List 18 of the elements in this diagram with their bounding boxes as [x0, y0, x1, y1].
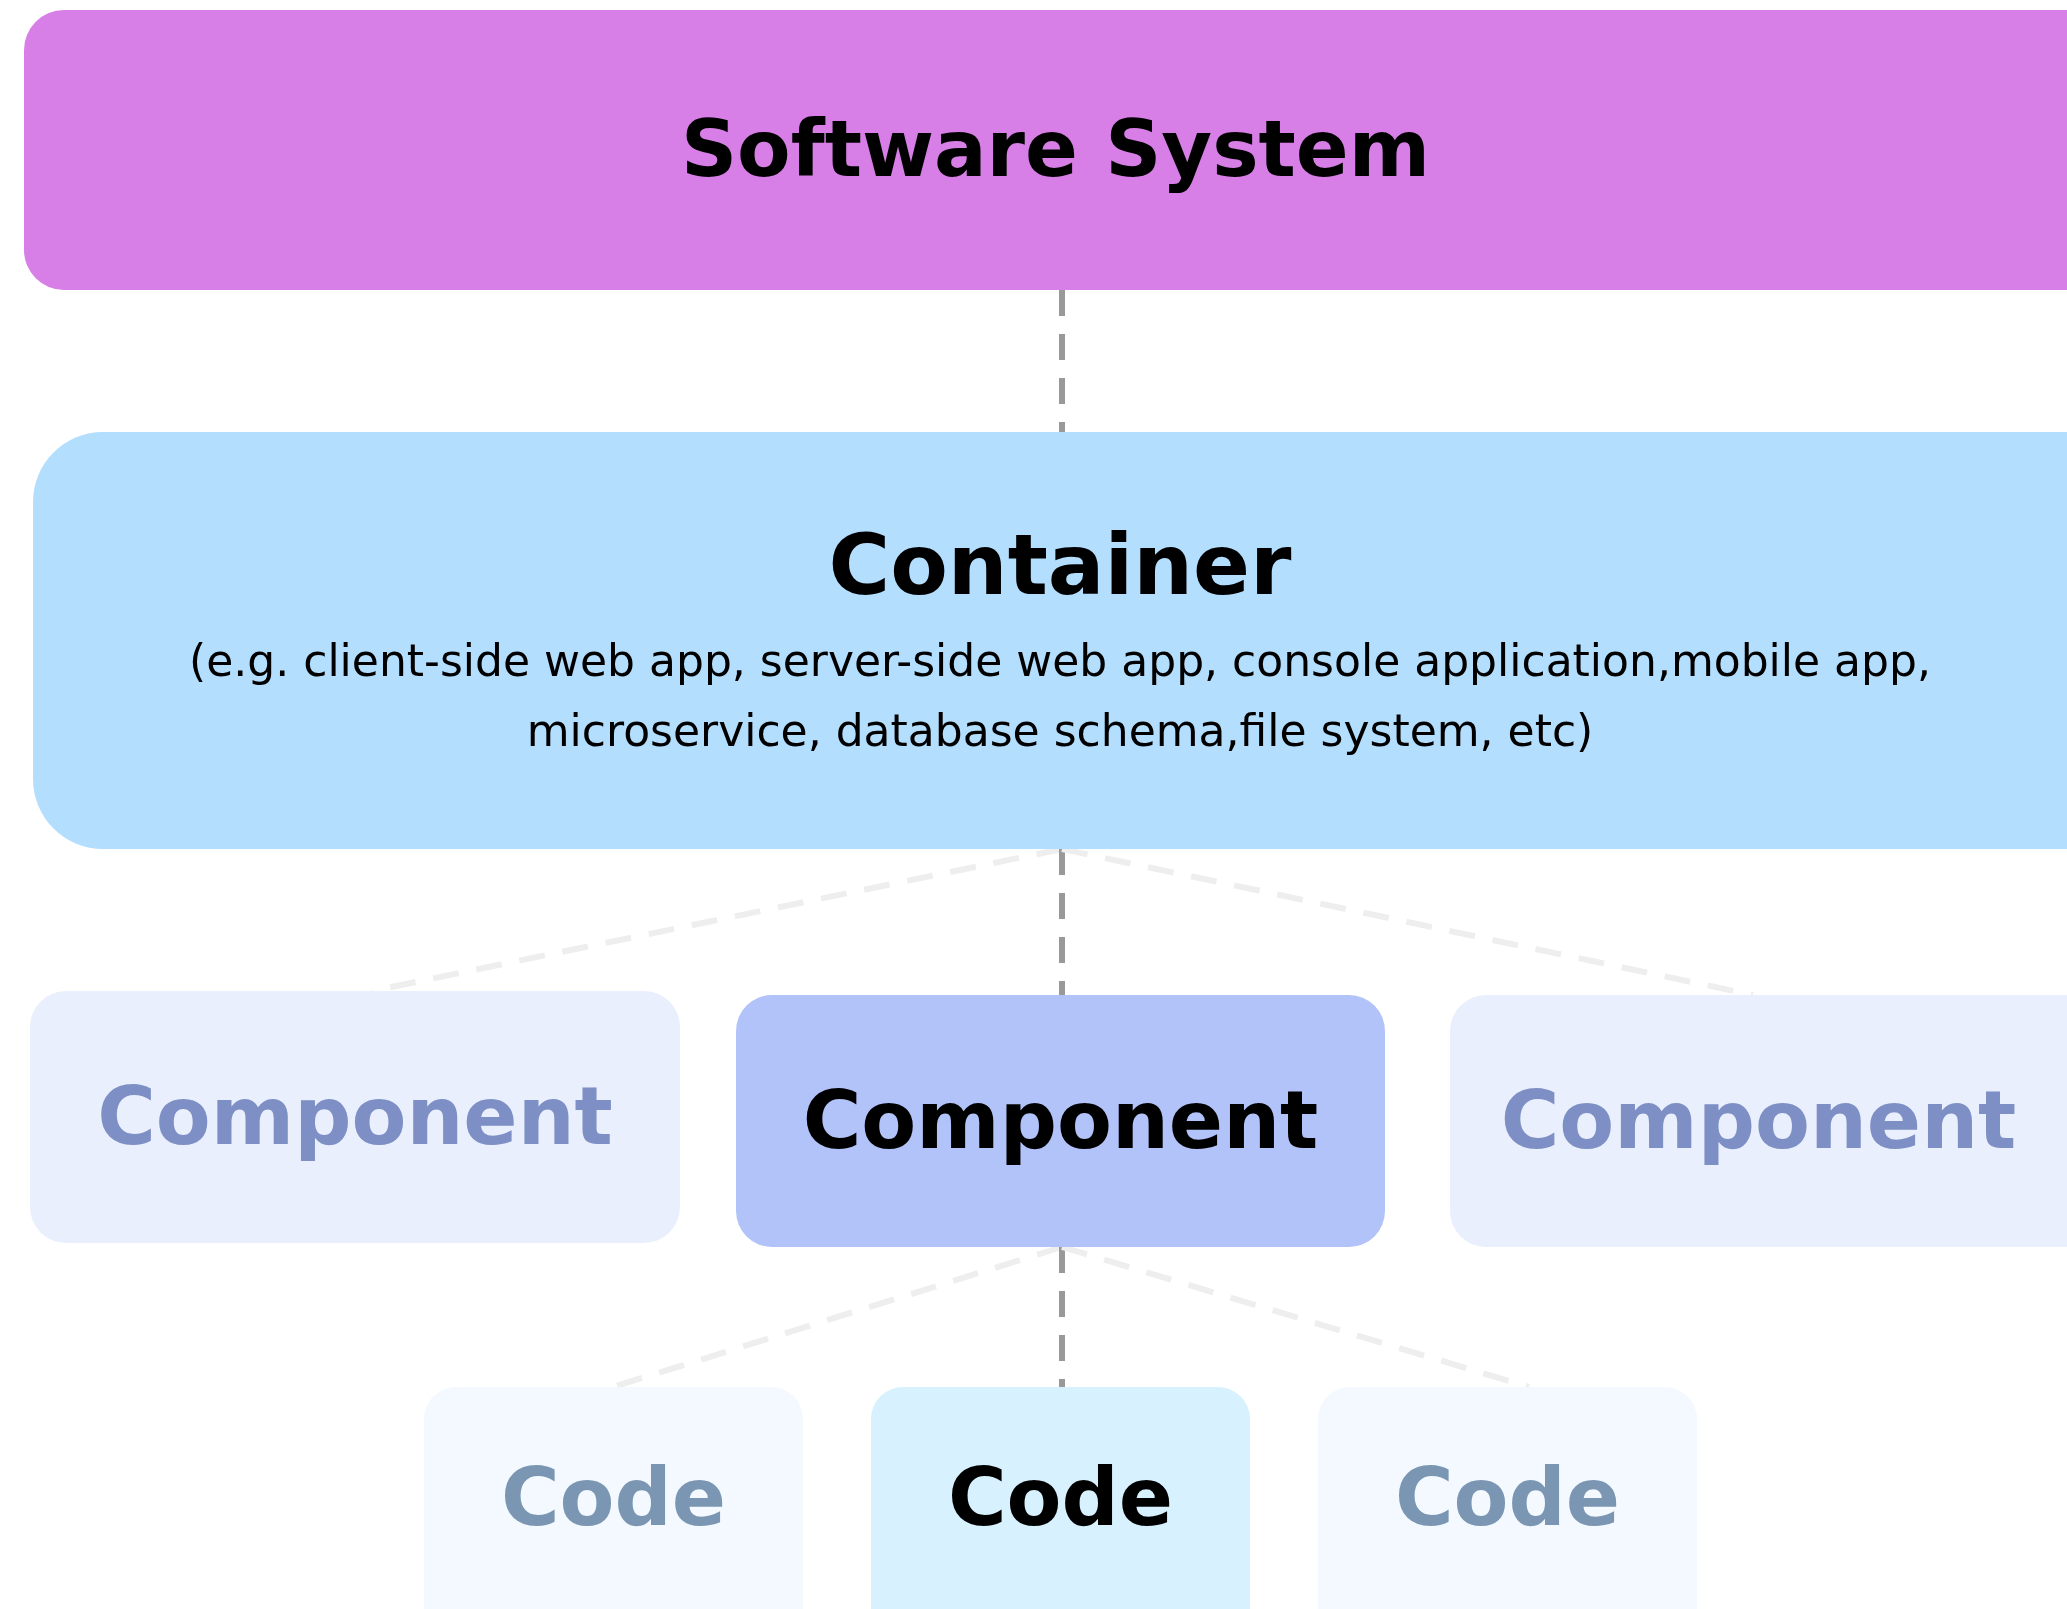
box-title: Container: [828, 514, 1292, 616]
dashed-connector: [1059, 1247, 1065, 1387]
box-title: Code: [500, 1450, 727, 1546]
box-title: Component: [802, 1073, 1319, 1169]
code-box: [871, 1387, 1250, 1609]
box-title: Code: [947, 1450, 1174, 1546]
box-title: Software System: [680, 103, 1431, 197]
dashed-connector: [1061, 846, 1754, 998]
dashed-connector: [1059, 290, 1065, 432]
dashed-connector: [1059, 849, 1065, 995]
container-box: [33, 432, 2067, 849]
box-title: Component: [1500, 1073, 2017, 1169]
system-box: [24, 10, 2067, 290]
box-description: (e.g. client-side web app, server-side web app, console application,mobile app, microservice, database schema,file system, etc): [188, 633, 1932, 758]
box-title: Component: [97, 1069, 613, 1165]
dashed-connector: [1061, 1244, 1530, 1390]
box-title: Code: [1394, 1450, 1621, 1546]
component-box: [736, 995, 1385, 1247]
